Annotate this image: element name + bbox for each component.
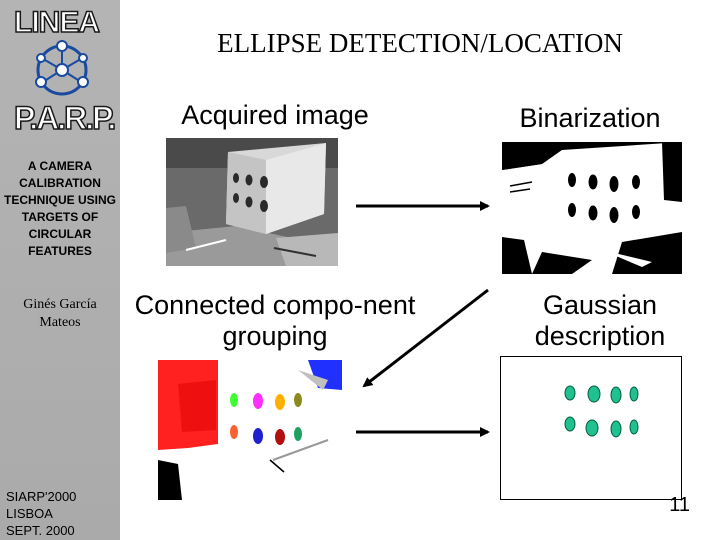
talk-title: A CAMERA CALIBRATION TECHNIQUE USING TAR… — [4, 159, 117, 258]
acquired-image — [166, 138, 338, 266]
binarized-image — [502, 142, 682, 274]
connected-components-image — [158, 360, 342, 500]
arrow-binarization-to-connected — [362, 288, 489, 388]
sidebar: LINEA P.A.R.P. A CAMERA CALIBRATION TECH… — [0, 0, 120, 540]
slide-title: ELLIPSE DETECTION/LOCATION — [217, 28, 623, 58]
network-logo-icon — [35, 40, 89, 96]
author-name: Ginés García Mateos — [23, 297, 97, 330]
label-connected-component-grouping: Connected compo-nent grouping — [134, 290, 416, 351]
conference-name: SIARP'2000 — [6, 489, 77, 504]
gaussian-description-image — [500, 356, 682, 500]
label-acquired-image: Acquired image — [181, 100, 369, 130]
label-binarization: Binarization — [519, 103, 661, 133]
conference-city: LISBOA — [6, 506, 53, 521]
linea-logo: LINEA — [13, 5, 101, 40]
parp-logo: P.A.R.P. — [13, 99, 117, 137]
label-gaussian-description: Gaussian description — [534, 290, 666, 351]
page-number: 11 — [669, 494, 690, 516]
conference-info: SIARP'2000 LISBOA SEPT. 2000 — [6, 488, 76, 539]
conference-date: SEPT. 2000 — [6, 523, 75, 538]
